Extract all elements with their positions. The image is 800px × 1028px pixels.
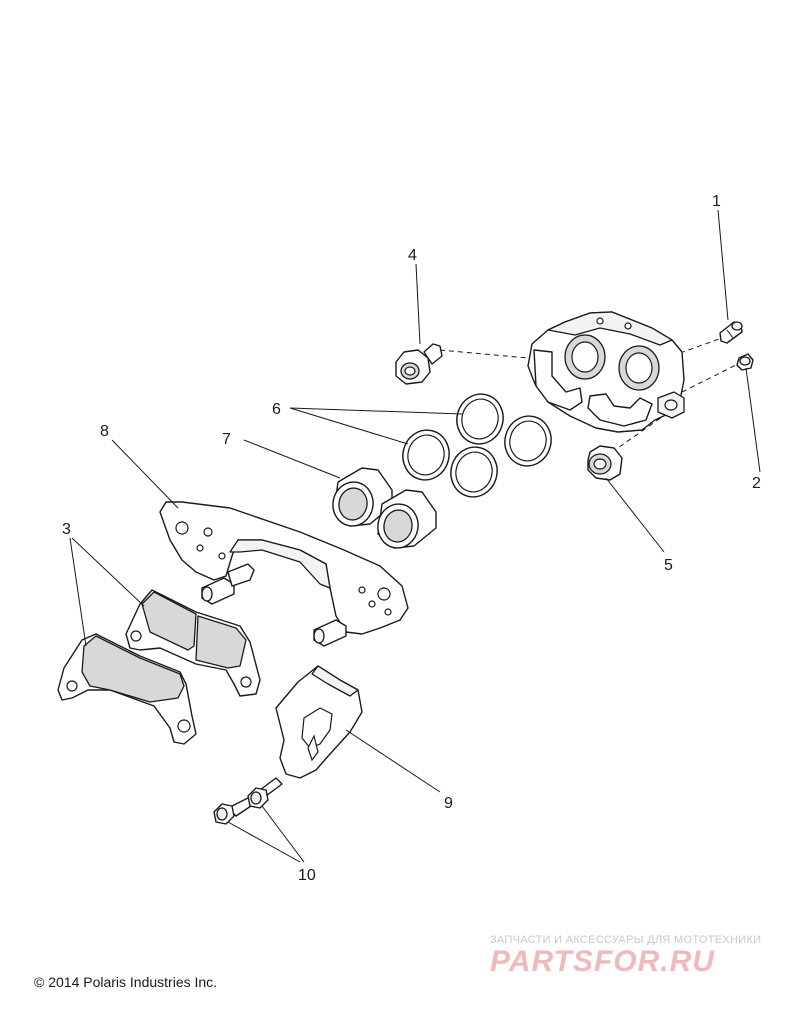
leader-lines — [69, 209, 761, 863]
cap-alignment-line — [681, 363, 739, 393]
guide-pin — [313, 619, 347, 647]
callout-7: 7 — [222, 431, 231, 448]
caliper-bolt — [395, 343, 443, 385]
callout-6: 6 — [272, 401, 281, 418]
seal-ring — [504, 415, 552, 467]
callout-5: 5 — [664, 557, 673, 574]
bracket-bolt — [213, 797, 255, 825]
caliper-pistons — [332, 467, 437, 549]
bracket-bolt — [247, 777, 283, 809]
brake-line-bracket — [275, 665, 363, 779]
bracket-bolts — [213, 777, 283, 825]
piston — [332, 467, 393, 527]
callout-3: 3 — [62, 521, 71, 538]
inner-brake-pad — [125, 589, 261, 697]
watermark-logo: PARTSFOR.RU — [490, 945, 715, 978]
seal-ring — [456, 393, 504, 445]
guide-pin — [201, 563, 255, 605]
seal-ring — [402, 429, 450, 481]
bleeder-cap — [736, 353, 754, 371]
callout-9: 9 — [444, 795, 453, 812]
caliper-bushing — [587, 445, 623, 481]
bleeder-alignment-line — [679, 337, 723, 354]
callout-8: 8 — [100, 423, 109, 440]
seal-ring — [450, 446, 498, 498]
caliper-bracket — [159, 501, 409, 647]
caliper-body — [527, 311, 685, 433]
copyright-notice: © 2014 Polaris Industries Inc. — [34, 974, 218, 990]
piston-seals — [402, 393, 552, 498]
callout-numbers: 1 2 3 4 5 6 7 8 9 10 — [62, 193, 761, 884]
callout-10: 10 — [298, 867, 316, 884]
callout-1: 1 — [712, 193, 721, 210]
piston — [377, 489, 437, 549]
bushing-alignment-line — [611, 414, 666, 453]
bleeder-screw — [719, 321, 743, 344]
callout-4: 4 — [408, 247, 417, 264]
watermark-tagline: ЗАПЧАСТИ И АКСЕССУАРЫ ДЛЯ МОТОТЕХНИКИ — [490, 934, 762, 946]
callout-2: 2 — [752, 475, 761, 492]
bolt-alignment-line — [439, 349, 529, 359]
brake-pads — [57, 589, 261, 745]
outer-brake-pad — [57, 633, 197, 745]
